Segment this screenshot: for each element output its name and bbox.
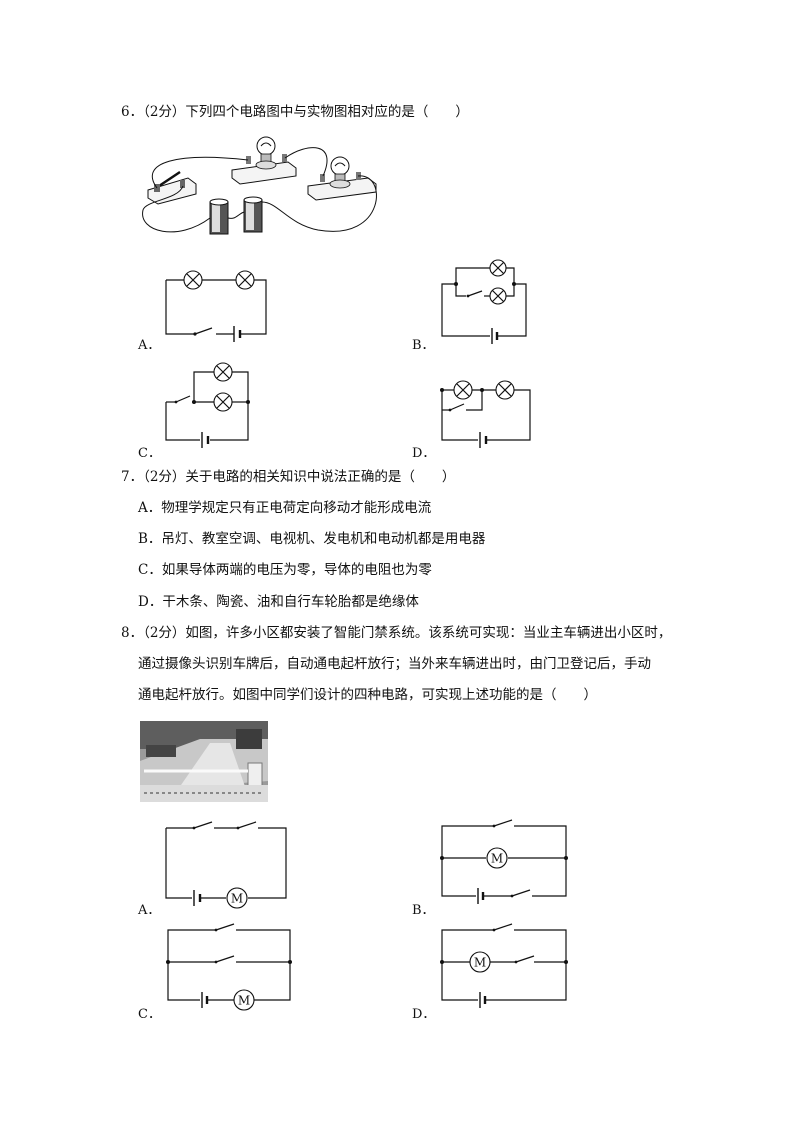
motor-icon: M xyxy=(226,887,248,909)
lamp-icon xyxy=(489,287,507,305)
lamp-icon xyxy=(495,380,515,400)
lamp-icon xyxy=(489,259,507,277)
q6-option-b-circuit xyxy=(441,259,527,344)
motor-icon: M xyxy=(469,951,491,973)
lamp-icon xyxy=(235,270,255,290)
svg-text:M: M xyxy=(491,852,503,866)
svg-text:M: M xyxy=(238,994,250,1008)
svg-text:M: M xyxy=(231,892,243,906)
q8-option-c-circuit: M xyxy=(166,923,292,1011)
q8-option-b-label: B． xyxy=(412,903,435,918)
q7-option-d: D．干木条、陶瓷、油和自行车轮胎都是绝缘体 xyxy=(138,594,419,610)
q8-option-d-circuit: M xyxy=(440,923,568,1008)
switch-icon xyxy=(237,821,257,829)
motor-icon: M xyxy=(233,989,255,1011)
q8-option-d-label: D． xyxy=(412,1007,436,1022)
q6-option-c-label: C． xyxy=(138,446,161,461)
q7-option-a: A．物理学规定只有正电荷定向移动才能形成电流 xyxy=(138,500,432,516)
switch-icon xyxy=(515,955,535,963)
q7-stem: 7．（2分）关于电路的相关知识中说法正确的是（ ） xyxy=(121,469,456,485)
switch-icon xyxy=(511,889,531,897)
switch-icon xyxy=(493,923,513,931)
q8-option-c-label: C． xyxy=(138,1007,161,1022)
lamp-board-1 xyxy=(231,136,297,185)
switch-icon xyxy=(467,290,483,297)
q8-option-a-label: A． xyxy=(138,903,161,918)
lamp-icon xyxy=(453,380,473,400)
battery-cells xyxy=(209,196,263,235)
switch-icon xyxy=(175,395,191,403)
q6-option-d-circuit xyxy=(440,380,531,448)
q6-physical-circuit-figure xyxy=(142,136,377,235)
connecting-wires xyxy=(142,147,377,233)
q8-stem-line-3: 通电起杆放行。如图中同学们设计的四种电路，可实现上述功能的是（ ） xyxy=(138,687,597,703)
q8-option-a-circuit: M xyxy=(165,821,287,909)
q6-option-a-circuit xyxy=(165,270,267,342)
switch-icon xyxy=(193,821,213,829)
q6-option-c-circuit xyxy=(165,362,250,448)
q6-option-d-label: D． xyxy=(412,446,436,461)
q7-option-b: B．吊灯、教室空调、电视机、发电机和电动机都是用电器 xyxy=(138,531,486,547)
lamp-board-2 xyxy=(307,156,377,201)
switch-icon xyxy=(493,819,513,827)
q8-stem-line-2: 通过摄像头识别车牌后，自动通电起杆放行；当外来车辆进出时，由门卫登记后，手动 xyxy=(138,656,651,672)
q6-option-b-label: B． xyxy=(412,338,435,353)
lamp-icon xyxy=(213,392,233,412)
switch-board xyxy=(147,170,197,205)
lamp-icon xyxy=(183,270,203,290)
q8-stem-line-1: 8．（2分）如图，许多小区都安装了智能门禁系统。该系统可实现：当业主车辆进出小区… xyxy=(121,625,672,641)
q8-option-b-circuit: M xyxy=(440,819,568,904)
switch-icon xyxy=(194,327,213,335)
motor-icon: M xyxy=(486,847,508,869)
svg-text:M: M xyxy=(474,956,486,970)
switch-icon xyxy=(215,923,235,931)
switch-icon xyxy=(215,955,235,963)
switch-icon xyxy=(449,403,465,411)
lamp-icon xyxy=(213,362,233,382)
q6-option-a-label: A． xyxy=(138,338,161,353)
q7-option-c: C．如果导体两端的电压为零，导体的电阻也为零 xyxy=(138,562,432,578)
q6-stem: 6．（2分）下列四个电路图中与实物图相对应的是（ ） xyxy=(121,104,469,120)
gate-photo xyxy=(140,721,268,802)
